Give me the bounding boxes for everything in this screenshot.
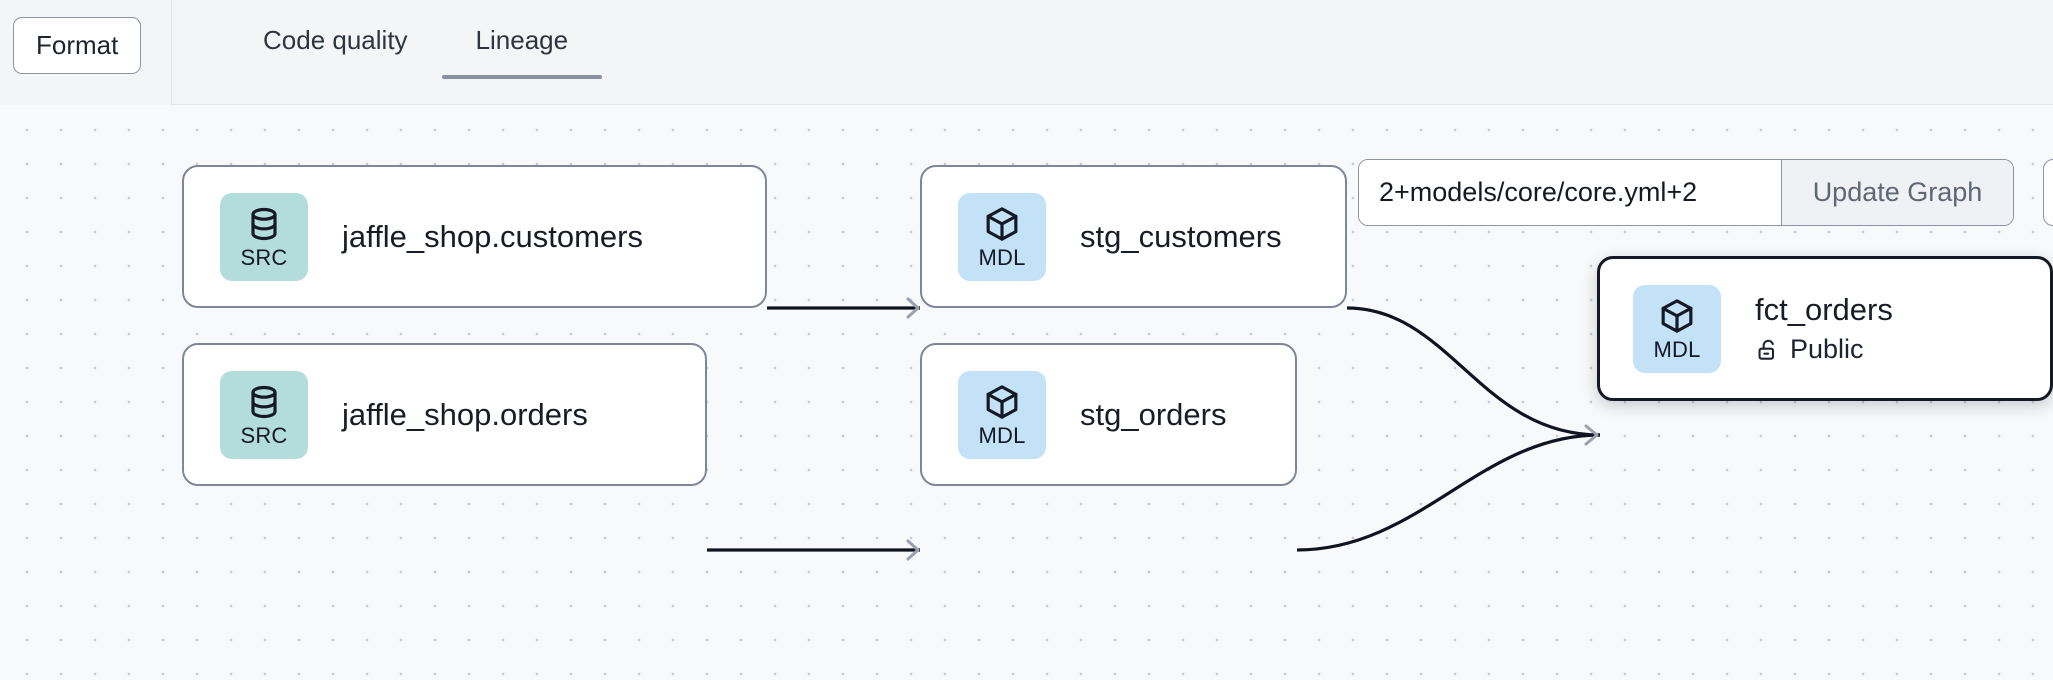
cube-icon xyxy=(986,385,1018,419)
arrowhead-stg-orders xyxy=(906,539,920,561)
database-icon xyxy=(251,207,277,241)
unlock-icon xyxy=(1758,339,1775,360)
node-kind-label: SRC xyxy=(240,423,288,448)
node-body: jaffle_shop.orders xyxy=(342,397,588,433)
lineage-node-jaffle-shop-orders[interactable]: SRC jaffle_shop.orders xyxy=(182,343,707,486)
node-body: fct_orders Public xyxy=(1755,292,1893,366)
lineage-node-stg-orders[interactable]: MDL stg_orders xyxy=(920,343,1297,486)
lineage-canvas[interactable]: SRC jaffle_shop.customers SRC jaffle_sho… xyxy=(0,105,2053,680)
node-kind-badge-mdl: MDL xyxy=(958,370,1046,459)
database-icon xyxy=(251,385,277,419)
node-kind-badge-src: SRC xyxy=(220,370,308,459)
lineage-node-jaffle-shop-customers[interactable]: SRC jaffle_shop.customers xyxy=(182,165,767,308)
node-title: stg_orders xyxy=(1080,396,1227,432)
right-edge-control[interactable] xyxy=(2043,159,2053,226)
edge-stg-customers-to-fct-orders xyxy=(1346,306,1601,437)
tab-code-quality-underline xyxy=(229,75,442,79)
tab-lineage[interactable]: Lineage xyxy=(441,0,603,90)
node-kind-label: SRC xyxy=(240,245,288,270)
edge-stg-orders-to-fct-orders xyxy=(1296,433,1601,552)
node-title: jaffle_shop.orders xyxy=(342,396,588,432)
node-kind-badge-mdl: MDL xyxy=(958,192,1046,281)
node-kind-label: MDL xyxy=(1653,337,1701,362)
lineage-node-stg-customers[interactable]: MDL stg_customers xyxy=(920,165,1347,308)
node-body: jaffle_shop.customers xyxy=(342,219,643,255)
node-body: stg_customers xyxy=(1080,219,1282,255)
graph-controls: Update Graph xyxy=(1358,159,2014,226)
format-button[interactable]: Format xyxy=(13,17,142,74)
tab-code-quality-label: Code quality xyxy=(263,24,408,55)
arrowhead-stg-customers xyxy=(906,297,920,319)
toolbar-left-group: Format xyxy=(0,0,172,105)
node-kind-badge-mdl: MDL xyxy=(1633,284,1721,373)
node-access-label: Public xyxy=(1790,334,1864,365)
cube-icon xyxy=(1661,299,1693,333)
node-kind-label: MDL xyxy=(978,423,1026,448)
node-title: stg_customers xyxy=(1080,218,1282,254)
node-title: jaffle_shop.customers xyxy=(342,218,643,254)
node-access-row: Public xyxy=(1755,334,1893,365)
update-graph-button[interactable]: Update Graph xyxy=(1781,160,2013,225)
tab-code-quality[interactable]: Code quality xyxy=(229,0,442,90)
tab-lineage-label: Lineage xyxy=(475,24,569,55)
tab-bar: Code quality Lineage xyxy=(172,0,603,105)
node-body: stg_orders xyxy=(1080,397,1226,433)
node-kind-label: MDL xyxy=(978,245,1026,270)
node-title: fct_orders xyxy=(1755,291,1893,327)
node-kind-badge-src: SRC xyxy=(220,192,308,281)
editor-toolbar: Format Code quality Lineage xyxy=(0,0,2053,105)
lineage-node-fct-orders[interactable]: MDL fct_orders Public xyxy=(1597,256,2053,401)
cube-icon xyxy=(986,207,1018,241)
dbt-selector-input[interactable] xyxy=(1359,160,1781,225)
arrowhead-fct-orders xyxy=(1584,424,1599,446)
tab-lineage-underline xyxy=(441,75,603,79)
